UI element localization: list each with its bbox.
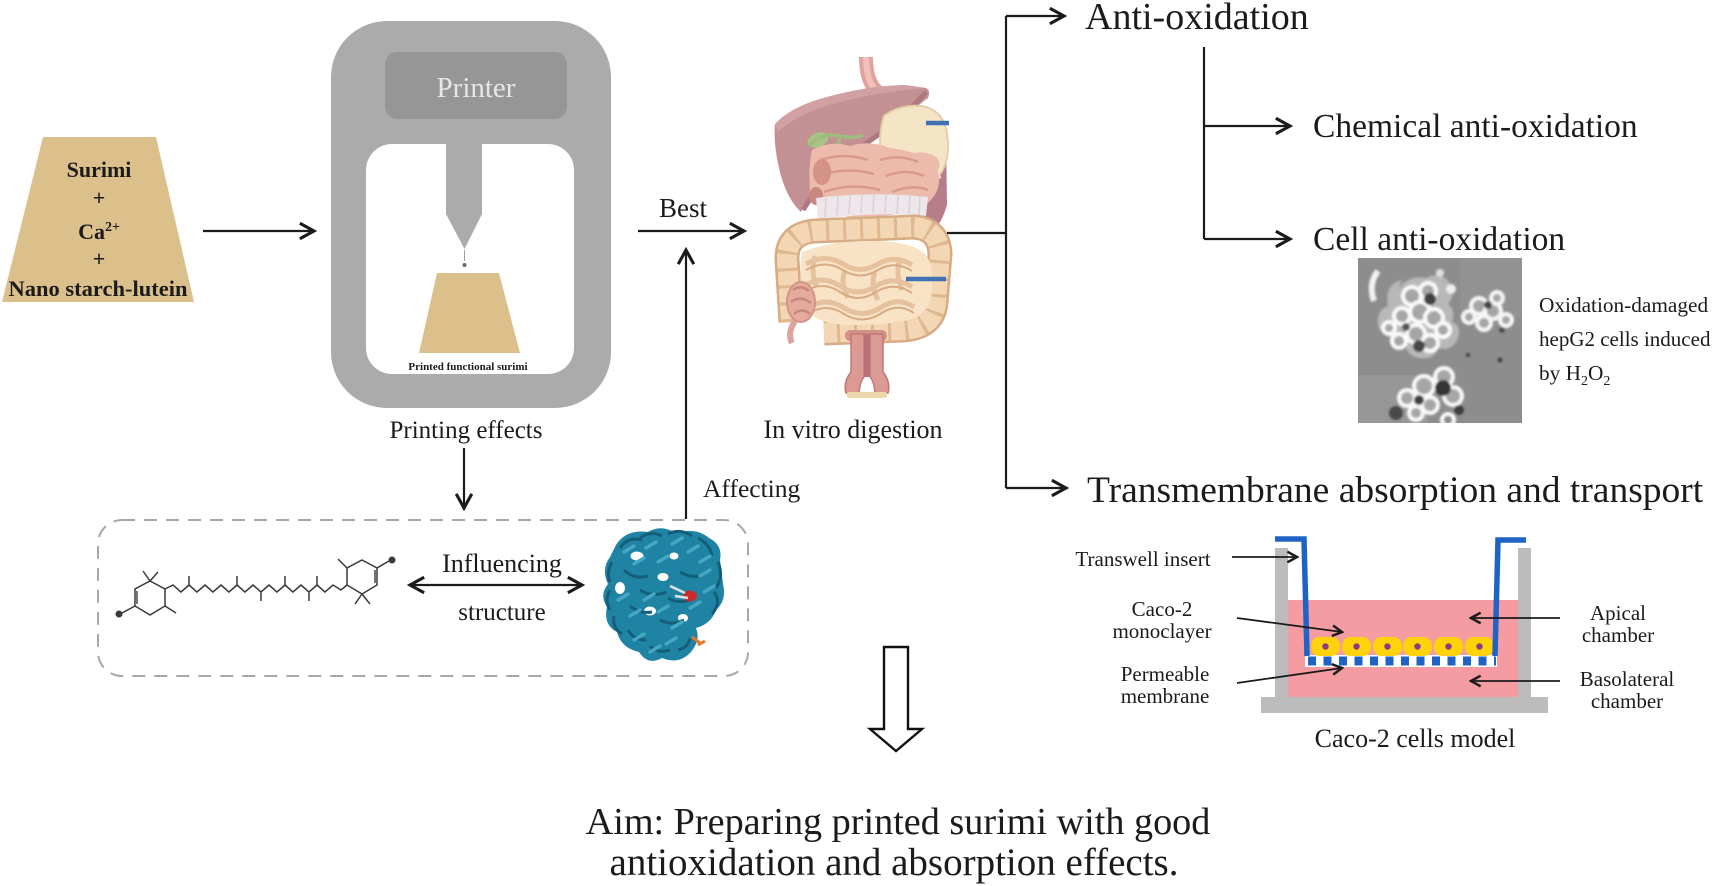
svg-text:Anti-oxidation: Anti-oxidation	[1085, 0, 1309, 38]
svg-text:Oxidation-damaged: Oxidation-damaged	[1539, 293, 1708, 317]
svg-text:Basolateral: Basolateral	[1580, 667, 1675, 691]
svg-text:structure: structure	[458, 599, 545, 626]
svg-text:Cell anti-oxidation: Cell anti-oxidation	[1313, 221, 1565, 258]
svg-text:antioxidation and absorption e: antioxidation and absorption effects.	[610, 841, 1179, 884]
svg-text:Permeable: Permeable	[1121, 662, 1210, 686]
svg-text:Transmembrane absorption and t: Transmembrane absorption and transport	[1087, 470, 1704, 511]
svg-text:Printer: Printer	[437, 72, 516, 104]
svg-text:hepG2 cells induced: hepG2 cells induced	[1539, 327, 1711, 351]
svg-text:Surimi: Surimi	[67, 157, 132, 182]
svg-text:Affecting: Affecting	[703, 474, 800, 503]
svg-text:Transwell insert: Transwell insert	[1075, 547, 1210, 571]
svg-text:+: +	[93, 185, 106, 210]
svg-text:Apical: Apical	[1590, 601, 1646, 625]
svg-text:+: +	[93, 246, 106, 271]
svg-text:monoclayer: monoclayer	[1112, 619, 1211, 643]
svg-text:chamber: chamber	[1582, 623, 1654, 647]
svg-text:Printed functional surimi: Printed functional surimi	[408, 361, 527, 373]
svg-text:Aim: Preparing printed surimi: Aim: Preparing printed surimi with good	[586, 801, 1211, 843]
svg-text:Influencing: Influencing	[442, 549, 562, 578]
svg-text:Chemical anti-oxidation: Chemical anti-oxidation	[1313, 108, 1638, 145]
svg-text:Printing effects: Printing effects	[390, 417, 543, 444]
svg-text:by H2O2: by H2O2	[1539, 361, 1610, 389]
svg-text:Caco-2: Caco-2	[1132, 597, 1193, 621]
svg-text:Best: Best	[659, 193, 708, 223]
svg-text:Nano starch-lutein: Nano starch-lutein	[9, 276, 188, 301]
svg-text:membrane: membrane	[1121, 684, 1210, 708]
svg-text:In vitro digestion: In vitro digestion	[763, 415, 942, 444]
svg-text:Caco-2 cells model: Caco-2 cells model	[1315, 724, 1516, 753]
svg-text:chamber: chamber	[1591, 689, 1663, 713]
